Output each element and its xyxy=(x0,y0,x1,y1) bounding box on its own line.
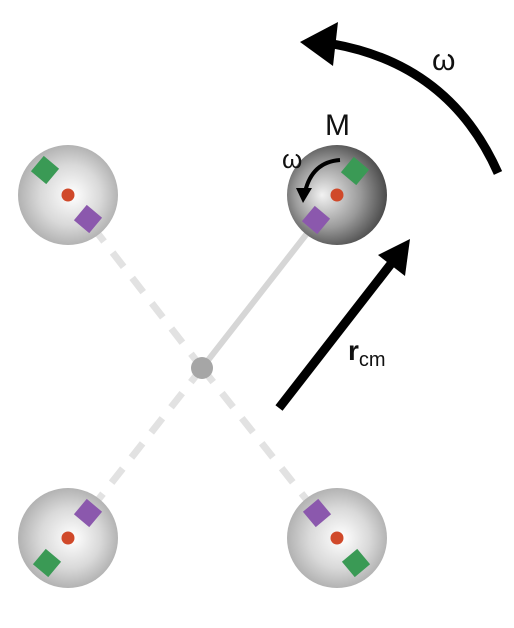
purple-marker xyxy=(73,204,103,234)
center-dot xyxy=(330,188,344,202)
rcm-arrow xyxy=(275,257,398,411)
sphere-top-right xyxy=(287,145,387,245)
sphere-top-left xyxy=(18,145,118,245)
spin-arrow xyxy=(303,158,341,193)
center-dot xyxy=(330,531,344,545)
r-symbol: r xyxy=(348,335,359,366)
dashed-arm-bottom-left xyxy=(65,365,205,541)
purple-marker xyxy=(302,498,332,528)
mass-label: M xyxy=(325,109,350,142)
omega-spin-label: ω xyxy=(282,144,302,174)
green-marker xyxy=(30,155,60,185)
rcm-arrow-head xyxy=(378,239,410,276)
rcm-label: rcm xyxy=(348,335,386,371)
orbit-arrow xyxy=(332,39,503,175)
spin-arrow-head xyxy=(296,188,312,203)
center-dot xyxy=(61,188,75,202)
green-marker xyxy=(341,548,371,578)
cm-subscript: cm xyxy=(359,349,386,371)
purple-marker xyxy=(301,205,331,235)
green-marker xyxy=(32,548,62,578)
dashed-arm-bottom-right xyxy=(199,365,340,541)
dashed-arm-top-left xyxy=(65,192,205,371)
pivot-point xyxy=(191,357,213,379)
orbit-arrow-head xyxy=(300,22,338,66)
omega-orbit-label: ω xyxy=(432,44,455,77)
green-marker xyxy=(340,156,370,186)
sphere-bottom-right xyxy=(287,488,387,588)
center-dot xyxy=(61,531,75,545)
purple-marker xyxy=(73,498,103,528)
sphere-bottom-left xyxy=(18,488,118,588)
